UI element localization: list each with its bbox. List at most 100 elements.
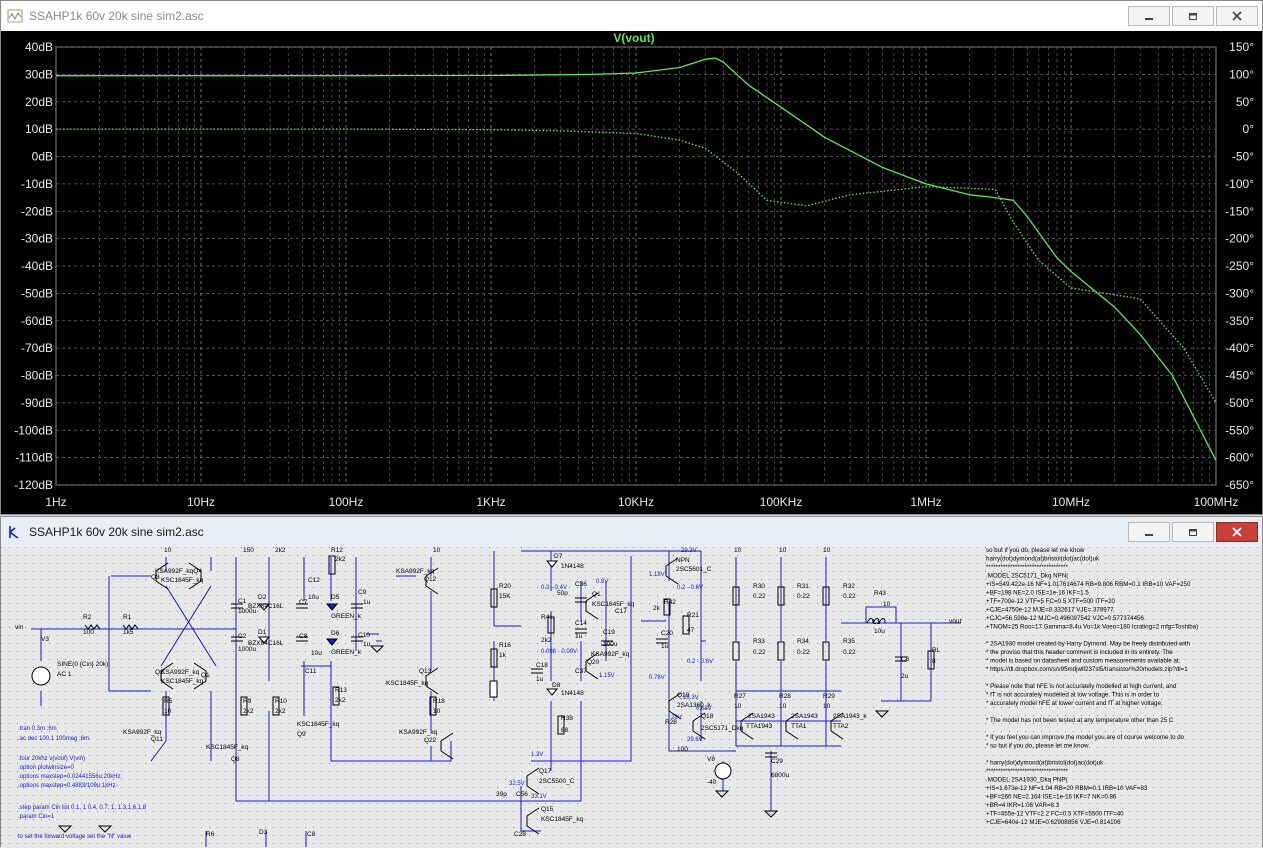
minimize-button[interactable] xyxy=(1128,522,1170,542)
model-line: +IS=549.422e-16 NF=1.017614674 RB=9.806 … xyxy=(986,581,1191,588)
component-label: 10u xyxy=(308,594,319,601)
model-line: * fT is not accurately modelled at low v… xyxy=(986,692,1160,699)
component-label: 2k2 xyxy=(541,637,552,644)
component-label: R35 xyxy=(843,638,855,645)
component-label: 2SA1943 xyxy=(791,713,818,720)
spice-directive: .param Cin=1 xyxy=(18,814,55,820)
voltage-label: 1.3V xyxy=(531,752,543,758)
schematic-symbols xyxy=(31,555,935,835)
trace-title[interactable]: V(vout) xyxy=(613,31,654,45)
spice-directive: .step param Cin list 0.1, 1 0.4, 0.7, 1,… xyxy=(18,805,147,811)
left-tick-label: -60dB xyxy=(21,314,53,328)
component-label: 10 xyxy=(734,703,742,710)
voltage-label: 29.6V xyxy=(687,737,703,743)
voltage-label: 28V xyxy=(671,715,682,721)
component-label: D1 xyxy=(258,629,267,636)
x-tick-label: 10KHz xyxy=(618,495,654,509)
component-label: 1k5 xyxy=(123,629,134,636)
x-tick-label: 1Hz xyxy=(45,495,66,509)
component-label: 150 xyxy=(243,547,254,554)
right-tick-label: -300° xyxy=(1225,286,1254,300)
component-label: 10 xyxy=(734,547,742,554)
voltage-label: 33.1V xyxy=(531,794,547,800)
model-line: * If you feel you can improve the model … xyxy=(986,734,1185,741)
component-label: 0.22 xyxy=(753,593,766,600)
plot-window-titlebar[interactable]: SSAHP1k 60v 20k sine sim2.asc xyxy=(1,1,1262,32)
component-label: C29 xyxy=(771,758,783,765)
left-tick-label: 30dB xyxy=(25,67,53,81)
left-tick-label: -70dB xyxy=(21,341,53,355)
component-label: R12 xyxy=(331,547,343,554)
schematic-window-titlebar[interactable]: SSAHP1k 60v 20k sine sim2.asc xyxy=(1,517,1262,548)
left-tick-label: -100dB xyxy=(14,423,53,437)
voltage-label: 0.2 - 0.6V xyxy=(677,585,703,591)
component-label: KSA992F_kqQ4 xyxy=(155,568,202,575)
component-label: KSC1845F_kq xyxy=(386,680,429,687)
model-line: .MODEL 2SA1930_Dkq PNP( xyxy=(986,777,1069,784)
component-label: C1 xyxy=(238,598,247,605)
close-button[interactable] xyxy=(1216,522,1258,542)
model-line: so but if you do, please let me know xyxy=(986,547,1085,554)
left-tick-label: -110dB xyxy=(15,451,53,465)
restore-button[interactable] xyxy=(1172,522,1214,542)
component-label: C10 xyxy=(358,632,370,639)
component-label: R28 xyxy=(665,719,677,726)
restore-button[interactable] xyxy=(1172,6,1214,26)
bode-plot[interactable]: V(vout) 40dB30dB20dB10dB0dB-10dB-20dB-30… xyxy=(1,31,1262,514)
model-line: .MODEL 2SC5171_Dkq NPN( xyxy=(986,573,1069,580)
x-tick-label: 1KHz xyxy=(476,495,505,509)
right-tick-label: -500° xyxy=(1225,396,1254,410)
restore-icon xyxy=(1189,529,1197,536)
component-label: 2SA1360_k xyxy=(677,702,711,709)
component-label: D8 xyxy=(552,682,561,689)
component-label: R43 xyxy=(874,590,886,597)
voltage-label: 0.098 - 0.09V xyxy=(541,649,577,655)
component-label: R5 xyxy=(164,698,173,705)
component-label: R38 xyxy=(561,715,573,722)
model-line: * harry(dot)dymond(at)bristol(dot)ac(dot… xyxy=(986,760,1104,767)
x-tick-label: 10MHz xyxy=(1052,495,1090,509)
voltage-label: 0.8V xyxy=(596,579,608,585)
component-label: 1000u xyxy=(238,608,256,615)
component-label: vout xyxy=(949,618,961,625)
component-label: TTA2 xyxy=(833,723,849,730)
right-tick-label: 100° xyxy=(1229,67,1254,81)
component-label: 2k2 xyxy=(275,547,286,554)
component-label: 1u xyxy=(363,599,371,606)
right-tick-label: -50° xyxy=(1232,150,1254,164)
model-line: * Please note that hFE is not accurately… xyxy=(986,683,1177,690)
component-label: 2k2 xyxy=(243,708,254,715)
component-label: R31 xyxy=(797,583,809,590)
component-label: C37 xyxy=(575,668,587,675)
x-tick-label: 100KHz xyxy=(760,495,803,509)
voltage-label: 0.78V xyxy=(649,675,665,681)
close-button[interactable] xyxy=(1216,6,1258,26)
component-label: 68 xyxy=(561,727,569,734)
model-line: +TF=700e-12 VTF=5 FC=0.5 XTF=500 ITF=20 xyxy=(986,598,1116,605)
component-label: RL xyxy=(932,647,941,654)
component-label: R9 xyxy=(243,698,252,705)
left-tick-label: -90dB xyxy=(21,396,53,410)
component-label: 1u xyxy=(536,676,544,683)
component-label: KSA992F_kq xyxy=(396,568,435,575)
minimize-button[interactable] xyxy=(1128,6,1170,26)
component-label: SINE(0 {Cin} 20k) xyxy=(57,661,108,668)
plot-window: SSAHP1k 60v 20k sine sim2.asc V(vout) 40… xyxy=(0,0,1263,515)
spice-directive: .options maxstep=0.4883/109u;1kHz- xyxy=(18,783,118,789)
component-label: KSA992F_kq xyxy=(161,669,200,676)
schematic-window: SSAHP1k 60v 20k sine sim2.asc xyxy=(0,516,1263,848)
left-tick-label: -50dB xyxy=(21,286,53,300)
voltage-label: 0.63V xyxy=(696,706,712,712)
x-tick-label: 1MHz xyxy=(910,495,941,509)
voltage-label: 28.3V xyxy=(683,695,699,701)
component-label: C12 xyxy=(308,577,320,584)
component-label: BZX84C16L xyxy=(248,640,284,647)
left-tick-label: 0dB xyxy=(32,150,53,164)
component-label: KSC1845F_kq xyxy=(161,678,204,685)
component-label: 2SC5601_C xyxy=(676,566,712,573)
